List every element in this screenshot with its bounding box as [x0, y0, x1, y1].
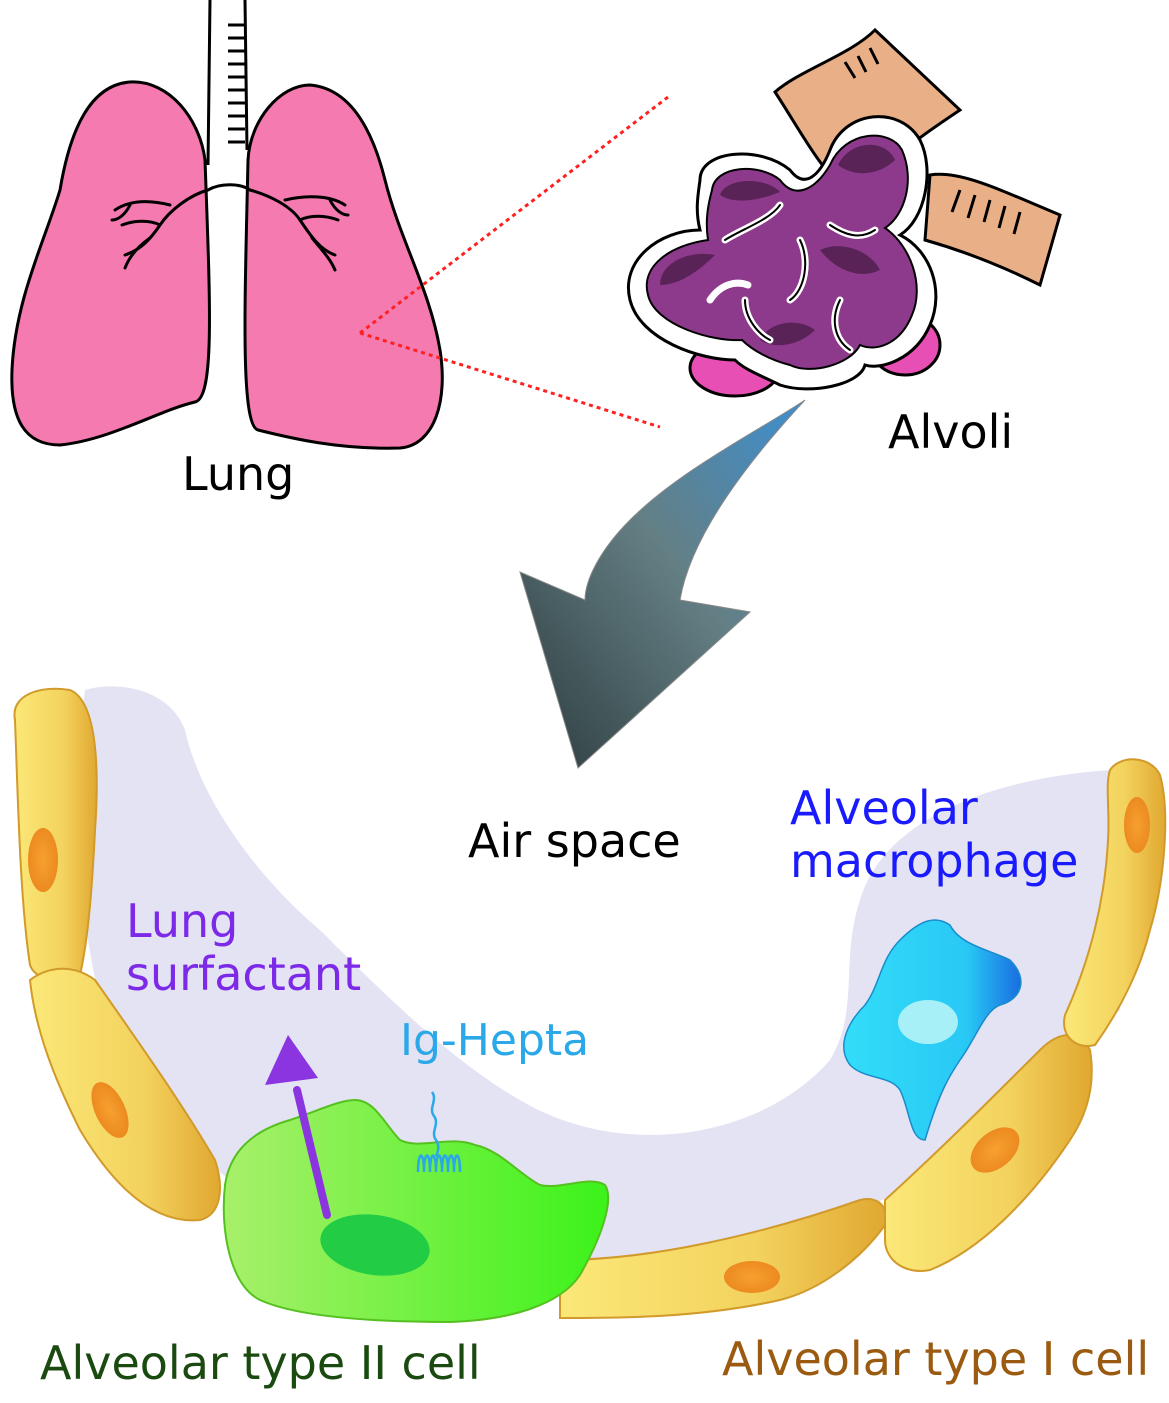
type1-nucleus	[724, 1261, 780, 1293]
ig-hepta-receptor	[416, 1091, 462, 1173]
zoom-lines	[359, 95, 669, 429]
alveoli-shadows	[660, 144, 895, 346]
alveolar-wall-diagram	[13, 686, 1167, 1324]
alveoli-septa-outline	[724, 204, 876, 351]
surfactant-arrow-shaft	[293, 1086, 331, 1219]
trachea	[206, 0, 249, 166]
surfactant-label-line1: Lung	[126, 894, 239, 948]
type2-cell	[222, 1098, 610, 1324]
type1-nucleus	[1124, 797, 1150, 853]
left-lung-lobe	[10, 80, 211, 447]
type1-nucleus	[91, 1082, 129, 1138]
right-lung-lobe	[243, 83, 444, 450]
type1-nucleus	[970, 1127, 1020, 1173]
alveolar-sac-interior	[645, 134, 918, 370]
type2-nucleus	[320, 1214, 430, 1276]
bronchiole-tube-lower	[923, 172, 1062, 288]
trachea-rings	[228, 23, 245, 144]
surfactant-label: Lung surfactant	[126, 895, 361, 1001]
type1-cell-left-mid	[28, 967, 221, 1222]
lung-label: Lung	[182, 447, 295, 501]
bronchi	[110, 183, 350, 272]
type1-cell-label: Alveolar type I cell	[722, 1332, 1150, 1386]
surfactant-label-line2: surfactant	[126, 946, 362, 1001]
air-space-label: Air space	[468, 814, 681, 868]
macrophage-nucleus	[898, 1000, 958, 1044]
type1-nucleus	[28, 828, 58, 892]
type2-cell-label: Alveolar type II cell	[40, 1336, 481, 1390]
alveoli-label: Alvoli	[888, 405, 1014, 459]
surfactant-arrow-head	[265, 1035, 318, 1085]
alveoli-illustration	[627, 27, 1062, 398]
bronchiole-ridges	[843, 47, 1022, 235]
ig-hepta-label: Ig-Hepta	[400, 1015, 590, 1066]
lung-illustration	[10, 0, 444, 450]
macrophage-label-line2: macrophage	[790, 833, 1079, 888]
zoom-arrow	[519, 399, 806, 769]
macrophage-label: Alveolar macrophage	[790, 782, 1078, 888]
type1-cell-left-top	[13, 687, 98, 982]
macrophage-label-line1: Alveolar	[790, 781, 978, 835]
